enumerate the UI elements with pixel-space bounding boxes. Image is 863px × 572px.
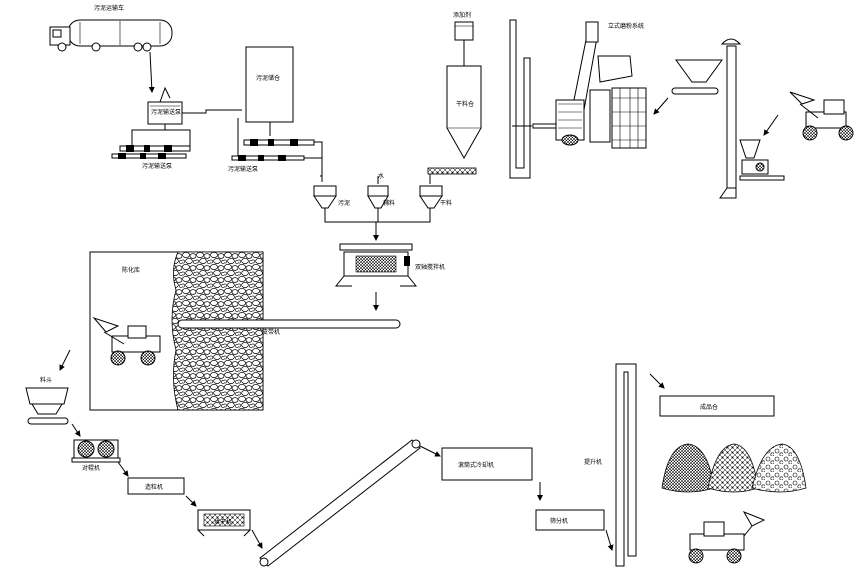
sludge-pump-label: 污泥输送泵: [151, 108, 181, 116]
inclined-conveyor: [259, 439, 421, 567]
flow-arrow: [251, 529, 263, 549]
dry-material-silo-label: 干料仓: [456, 100, 474, 108]
aged-material-pile: [171, 251, 264, 411]
wheel-loader-3: [688, 511, 766, 564]
finished-bin: [659, 395, 775, 417]
bin-dry: [419, 185, 443, 209]
additive-label: 添加剂: [453, 11, 471, 19]
sludge-tanker-label: 污泥运输车: [94, 4, 124, 12]
flow-arrow: [419, 445, 441, 457]
flow-arrow: [71, 423, 81, 437]
sludge-screw-pump-2: [231, 139, 315, 161]
product-pile-medium: [707, 443, 759, 493]
hopper-label: 料斗: [40, 376, 52, 384]
flow-arrow: [649, 373, 665, 389]
rotary-cooler-label: 滚筒式冷却机: [458, 461, 494, 469]
sludge-pipe: [232, 118, 239, 159]
raymond-mill: [532, 21, 647, 149]
feed-conveyor: [671, 87, 719, 95]
bin-water: [367, 185, 389, 209]
feed-hopper-2: [25, 387, 69, 425]
sludge-silo-label: 污泥储仓: [256, 74, 280, 82]
dryer: [197, 509, 251, 537]
bin-sludge: [313, 185, 337, 209]
rotary-cooler: [441, 447, 533, 481]
bucket-elevator-2: [719, 38, 742, 199]
mixer-label: 双轴搅拌机: [415, 263, 445, 271]
granulator-label: 造粒机: [145, 483, 163, 491]
twin-shaft-mixer: [334, 243, 418, 287]
sludge-pump-unit: [147, 86, 183, 125]
flow-arrow: [148, 51, 155, 93]
flow-arrow: [605, 529, 614, 551]
dryer-label: 烘干机: [214, 518, 232, 526]
bucket-elevator-1: [509, 19, 531, 179]
flow-arrow: [763, 114, 779, 136]
product-pile-fine: [661, 443, 715, 493]
raymond-mill-label: 立式磨粉系统: [608, 22, 644, 30]
wheel-loader-1: [789, 91, 854, 141]
bin-dry-label: 干料: [440, 199, 452, 207]
bucket-elevator-3: [615, 363, 637, 567]
dry-screw-conveyor: [427, 167, 477, 175]
small-feeder: [739, 139, 785, 181]
granulator-box: [127, 477, 185, 495]
bin-water-label: 水: [378, 172, 384, 180]
flow-arrow: [185, 495, 197, 507]
sludge-pipe: [182, 109, 242, 114]
dry-material-silo: [446, 65, 482, 160]
sludge-screw-2-label: 污泥输送泵: [228, 165, 258, 173]
screen-label: 筛分机: [550, 517, 568, 525]
sludge-pipe: [314, 141, 323, 177]
screen: [535, 509, 605, 531]
sludge-screw-1-label: 污泥输送泵: [142, 162, 172, 170]
product-pile-coarse: [751, 443, 807, 493]
feed-hopper: [675, 59, 723, 83]
flow-arrow: [59, 349, 71, 371]
flow-arrow: [117, 461, 129, 477]
wheel-loader-2: [92, 316, 161, 366]
finished-bin-label: 成品仓: [700, 403, 718, 411]
sludge-pipe: [165, 129, 191, 148]
sludge-tanker: [49, 19, 173, 52]
bin-sludge-label: 污泥: [338, 199, 350, 207]
sludge-screw-pump-1: [111, 145, 191, 159]
elevator-label: 提升机: [584, 458, 602, 466]
belt-conveyor-label: 皮带机: [262, 328, 280, 336]
roller-press-label: 对辊机: [82, 464, 100, 472]
roller-press: [71, 439, 121, 463]
bin-additive-label: 辅料: [383, 199, 395, 207]
sludge-silo: [245, 46, 294, 123]
flow-arrow: [653, 97, 669, 115]
additive-hopper: [454, 21, 474, 41]
sludge-pipe: [131, 124, 166, 147]
aging-yard-label: 陈化库: [122, 266, 140, 274]
belt-conveyor-1: [177, 319, 401, 329]
